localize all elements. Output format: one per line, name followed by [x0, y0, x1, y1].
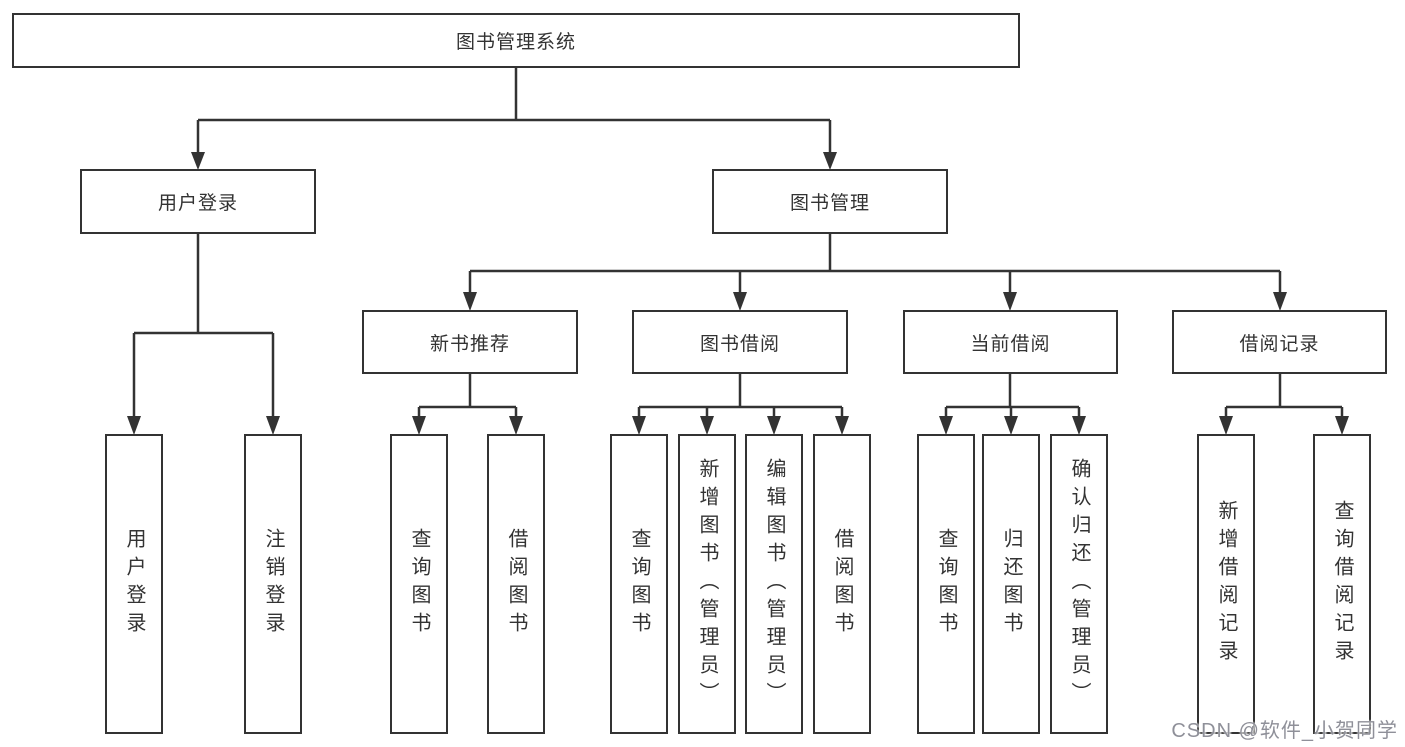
leaf-label: 查询图书 — [628, 528, 650, 640]
watermark: CSDN @软件_小贺同学 — [1171, 720, 1398, 742]
leaf-edit-books-admin: 编辑图书（管理员） — [745, 434, 803, 734]
leaf-user-login: 用户登录 — [105, 434, 163, 734]
leaf-label: 归还图书 — [1000, 528, 1022, 640]
leaf-label: 查询图书 — [935, 528, 957, 640]
leaf-query-books-2: 查询图书 — [610, 434, 668, 734]
leaf-label: 确认归还（管理员） — [1068, 458, 1090, 710]
leaf-label: 新增图书（管理员） — [696, 458, 718, 710]
node-borrowing-records: 借阅记录 — [1172, 310, 1387, 374]
leaf-confirm-return-admin: 确认归还（管理员） — [1050, 434, 1108, 734]
node-book-management: 图书管理 — [712, 169, 948, 234]
node-book-borrowing: 图书借阅 — [632, 310, 848, 374]
leaf-query-borrow-record: 查询借阅记录 — [1313, 434, 1371, 734]
leaf-label: 查询图书 — [408, 528, 430, 640]
leaf-borrow-books-1: 借阅图书 — [487, 434, 545, 734]
leaf-label: 新增借阅记录 — [1215, 500, 1237, 668]
node-user-login-branch: 用户登录 — [80, 169, 316, 234]
leaf-label: 查询借阅记录 — [1331, 500, 1353, 668]
leaf-query-books-3: 查询图书 — [917, 434, 975, 734]
leaf-borrow-books-2: 借阅图书 — [813, 434, 871, 734]
leaf-query-books-1: 查询图书 — [390, 434, 448, 734]
node-new-book-recommend: 新书推荐 — [362, 310, 578, 374]
leaf-label: 借阅图书 — [831, 528, 853, 640]
leaf-add-books-admin: 新增图书（管理员） — [678, 434, 736, 734]
leaf-label: 编辑图书（管理员） — [763, 458, 785, 710]
node-current-borrowing: 当前借阅 — [903, 310, 1118, 374]
leaf-add-borrow-record: 新增借阅记录 — [1197, 434, 1255, 734]
leaf-label: 注销登录 — [262, 528, 284, 640]
node-library-system: 图书管理系统 — [12, 13, 1020, 68]
leaf-logout: 注销登录 — [244, 434, 302, 734]
leaf-label: 用户登录 — [123, 528, 145, 640]
leaf-return-books: 归还图书 — [982, 434, 1040, 734]
leaf-label: 借阅图书 — [505, 528, 527, 640]
